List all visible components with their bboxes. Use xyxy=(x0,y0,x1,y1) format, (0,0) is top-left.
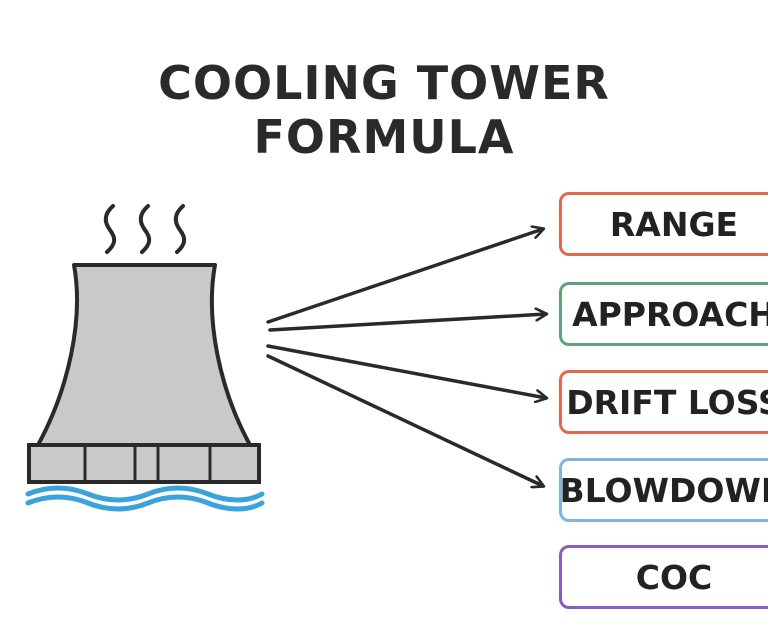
blowdown-box: BLOWDOWN xyxy=(559,458,768,522)
arrow-to-range xyxy=(266,229,543,324)
arrow-to-approach xyxy=(268,314,546,332)
arrow-to-drift-loss xyxy=(266,344,546,398)
title-line-2: FORMULA xyxy=(253,110,515,164)
drift-loss-box: DRIFT LOSS xyxy=(559,370,768,434)
diagram-title: COOLING TOWER FORMULA xyxy=(0,56,768,164)
blowdown-label: BLOWDOWN xyxy=(559,470,768,510)
coc-box: COC xyxy=(559,545,768,609)
range-label: RANGE xyxy=(609,204,739,244)
steam-icon xyxy=(103,204,187,254)
approach-label: APPROACH xyxy=(572,294,768,334)
drift-loss-label: DRIFT LOSS xyxy=(566,382,768,422)
water-waves-icon xyxy=(25,485,265,512)
approach-box: APPROACH xyxy=(559,282,768,346)
range-box: RANGE xyxy=(559,192,768,256)
arrow-to-blowdown xyxy=(266,354,543,486)
title-line-1: COOLING TOWER xyxy=(158,56,610,110)
coc-label: COC xyxy=(635,557,713,597)
cooling-tower-icon xyxy=(27,263,261,484)
